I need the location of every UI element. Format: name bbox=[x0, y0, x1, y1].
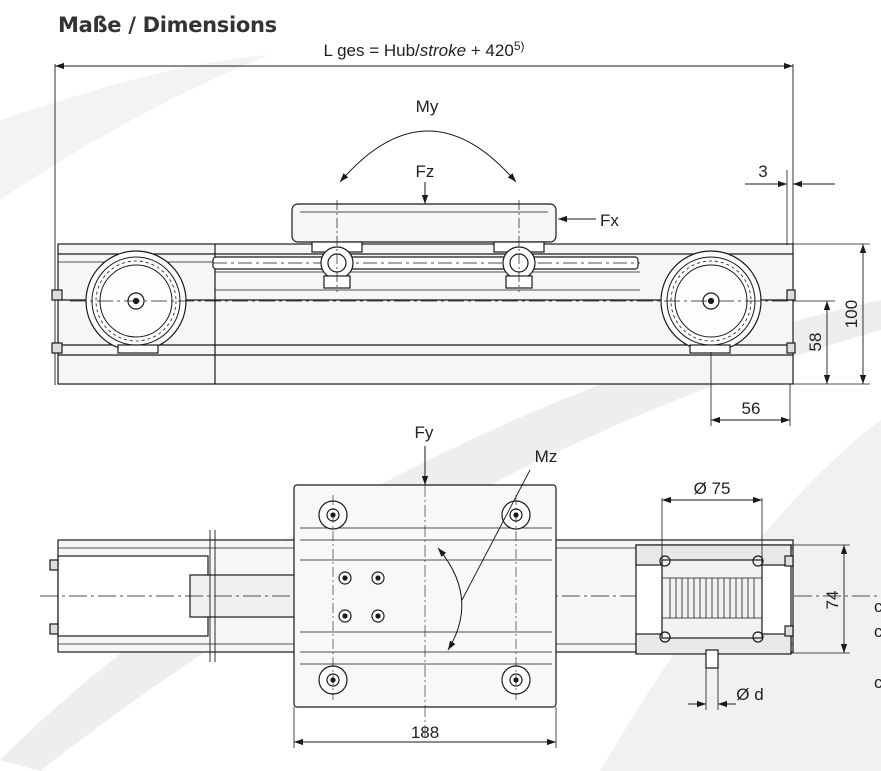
side-view bbox=[51, 62, 870, 426]
my-label: My bbox=[416, 97, 439, 116]
carriage-width-label: 188 bbox=[411, 723, 439, 742]
gap-label: 3 bbox=[758, 162, 767, 181]
fz-label: Fz bbox=[416, 162, 435, 181]
my-moment-arrow bbox=[339, 130, 517, 183]
overall-length-label: L ges = Hub/stroke + 4205) bbox=[324, 39, 525, 60]
fy-label: Fy bbox=[415, 423, 434, 442]
pulley-section bbox=[635, 544, 794, 669]
height-axis-label: 58 bbox=[806, 333, 825, 352]
mz-leader bbox=[461, 469, 531, 601]
pulley-diameter-label: Ø 75 bbox=[694, 479, 731, 498]
edge-text-2: c bbox=[874, 622, 881, 641]
height-total-label: 100 bbox=[842, 300, 861, 328]
mz-moment-arrow bbox=[437, 547, 463, 651]
fx-label: Fx bbox=[600, 211, 619, 230]
plan-view bbox=[40, 446, 880, 748]
edge-text-3: c bbox=[874, 673, 881, 692]
mz-label: Mz bbox=[535, 447, 558, 466]
end-width-label: 56 bbox=[742, 399, 761, 418]
edge-text-1: c bbox=[874, 597, 881, 616]
page-title: Maße / Dimensions bbox=[58, 13, 277, 37]
shaft-diameter-label: Ø d bbox=[736, 685, 763, 704]
profile-height-label: 74 bbox=[823, 591, 842, 610]
carriage-top bbox=[291, 203, 557, 243]
